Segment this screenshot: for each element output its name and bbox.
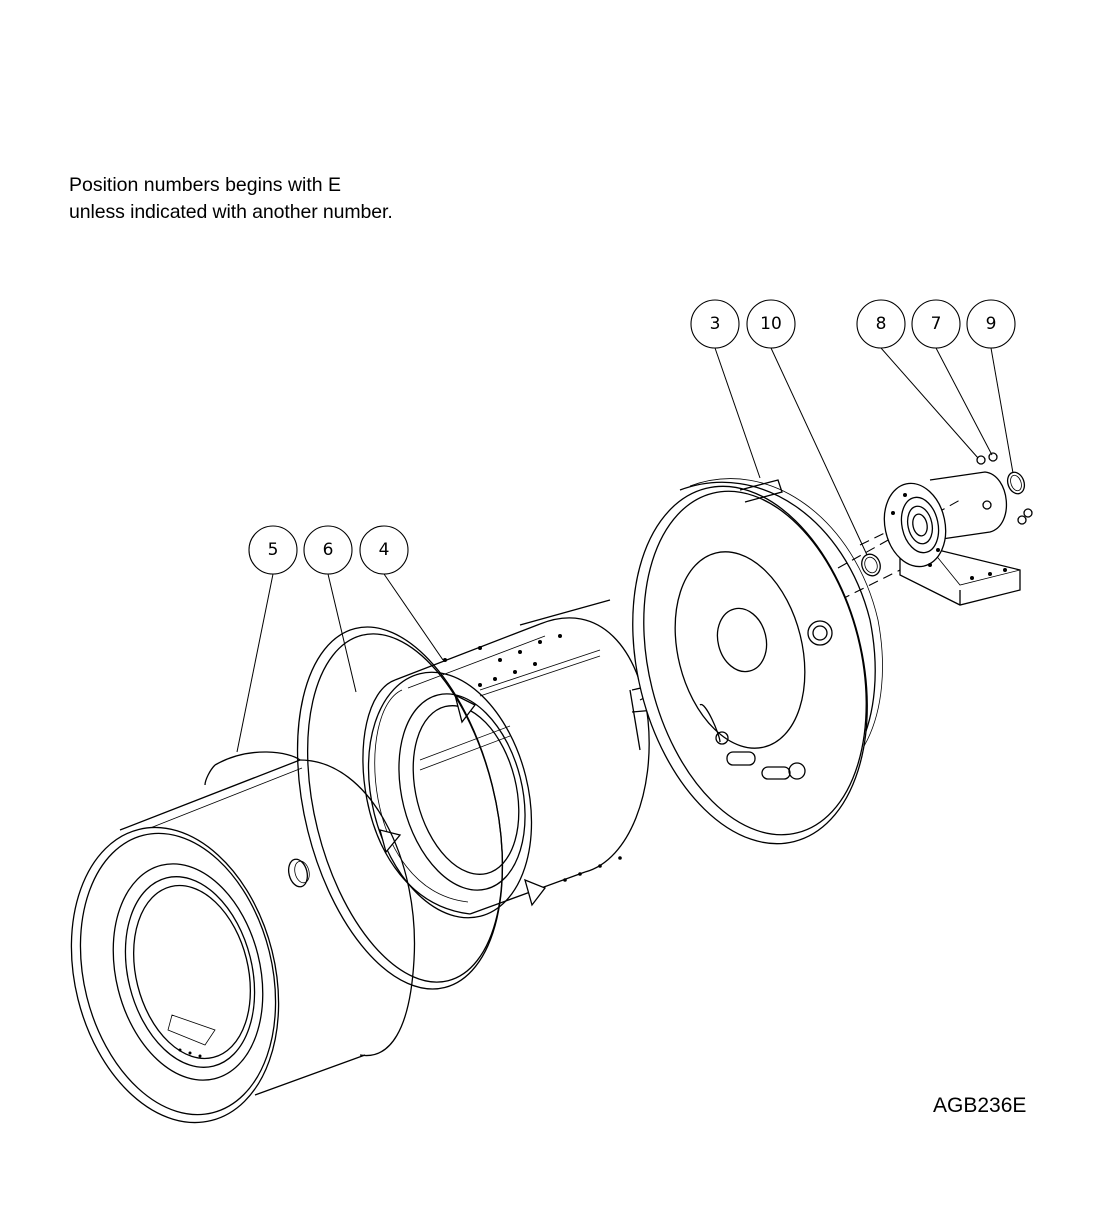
- part-6-ring: [296, 626, 504, 990]
- part-8-nuts: [976, 455, 992, 510]
- svg-text:3: 3: [710, 314, 721, 334]
- part-7-nuts: [988, 452, 1033, 525]
- part-4-drum: [362, 599, 661, 919]
- part-3-end-disc: [632, 478, 883, 845]
- svg-text:5: 5: [268, 540, 279, 560]
- svg-text:10: 10: [760, 314, 782, 334]
- balloon-8: 8: [856, 299, 906, 349]
- balloon-4: 4: [359, 525, 409, 575]
- part-9-ring: [1006, 471, 1026, 495]
- leader-lines: [236, 347, 1014, 753]
- drawing-code: AGB236E: [933, 1094, 1027, 1117]
- balloon-6: 6: [303, 525, 353, 575]
- balloon-3: 3: [690, 299, 740, 349]
- svg-text:6: 6: [323, 540, 334, 560]
- balloon-9: 9: [966, 299, 1016, 349]
- svg-text:7: 7: [931, 314, 942, 334]
- balloon-10: 10: [746, 299, 796, 349]
- svg-text:9: 9: [986, 314, 997, 334]
- note-line-2: unless indicated with another number.: [69, 201, 393, 223]
- balloon-7: 7: [911, 299, 961, 349]
- bearing-unit: [883, 471, 1021, 606]
- drum-bolt-holes: [443, 634, 622, 882]
- svg-text:8: 8: [876, 314, 887, 334]
- position-note: Position numbers begins with E unless in…: [69, 172, 393, 226]
- note-line-1: Position numbers begins with E: [69, 174, 342, 196]
- svg-text:4: 4: [379, 540, 390, 560]
- balloon-5: 5: [248, 525, 298, 575]
- part-5-casing: [70, 751, 416, 1124]
